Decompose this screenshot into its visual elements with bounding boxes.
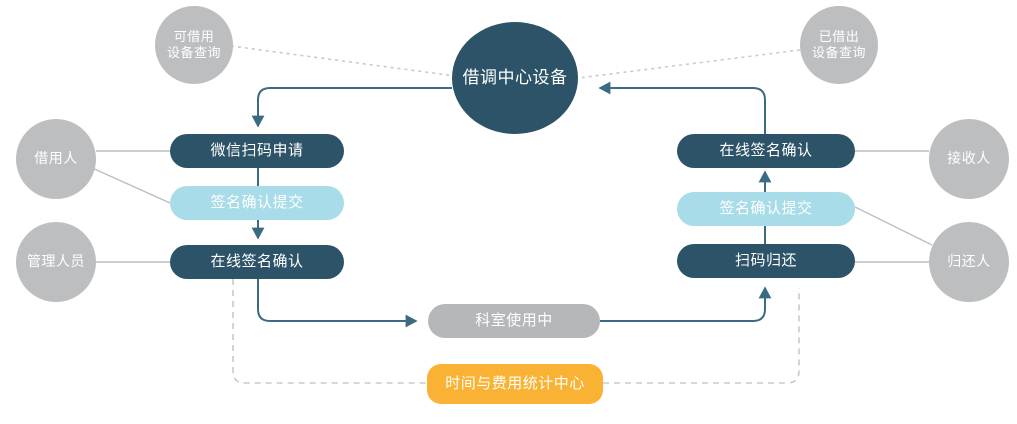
node-actor-receiver-label: 接收人 <box>947 150 991 167</box>
node-actor-manager[interactable]: 管理人员 <box>16 222 96 302</box>
node-right-scan-return-label: 扫码归还 <box>734 252 797 269</box>
node-query-available-label: 可借用 设备查询 <box>166 28 221 60</box>
node-stats-center[interactable]: 时间与费用统计中心 <box>427 364 603 404</box>
node-actor-returner[interactable]: 归还人 <box>929 222 1009 302</box>
node-right-sign-submit-label: 签名确认提交 <box>719 200 813 217</box>
node-center-hub-label: 借调中心设备 <box>462 68 568 88</box>
node-actor-returner-label: 归还人 <box>947 253 991 270</box>
node-actor-manager-label: 管理人员 <box>27 253 85 270</box>
node-right-online-sign[interactable]: 在线签名确认 <box>677 134 855 168</box>
edge-left-online-to-stats <box>232 279 427 384</box>
node-center-hub[interactable]: 借调中心设备 <box>452 22 578 134</box>
node-actor-borrower[interactable]: 借用人 <box>16 119 96 199</box>
edge-query-available-to-hub <box>230 45 456 77</box>
edge-right-online-to-hub <box>598 81 766 134</box>
node-right-scan-return[interactable]: 扫码归还 <box>677 244 855 278</box>
node-query-lent-out-label: 已借出 设备查询 <box>811 28 866 60</box>
edge-returner-to-sign-submit <box>854 206 933 246</box>
node-query-lent-out[interactable]: 已借出 设备查询 <box>800 6 878 84</box>
node-right-online-sign-label: 在线签名确认 <box>719 142 813 159</box>
node-actor-borrower-label: 借用人 <box>34 150 78 167</box>
node-left-online-sign[interactable]: 在线签名确认 <box>170 245 344 279</box>
node-query-available[interactable]: 可借用 设备查询 <box>155 6 233 84</box>
edge-stats-to-scan-return <box>603 288 800 384</box>
node-left-sign-submit[interactable]: 签名确认提交 <box>170 186 344 220</box>
edge-left-online-to-inuse <box>257 279 418 328</box>
node-left-sign-submit-label: 签名确认提交 <box>210 194 304 211</box>
edge-inuse-to-scan-return <box>600 286 772 322</box>
node-in-use-label: 科室使用中 <box>475 312 553 329</box>
node-in-use[interactable]: 科室使用中 <box>428 304 600 338</box>
node-stats-center-label: 时间与费用统计中心 <box>445 375 585 392</box>
node-left-apply-label: 微信扫码申请 <box>210 142 304 159</box>
edge-query-lent-to-hub <box>577 49 801 79</box>
node-left-apply[interactable]: 微信扫码申请 <box>170 134 344 168</box>
node-left-online-sign-label: 在线签名确认 <box>210 253 304 270</box>
edge-hub-to-left-apply <box>251 87 452 128</box>
node-right-sign-submit[interactable]: 签名确认提交 <box>677 192 855 226</box>
node-actor-receiver[interactable]: 接收人 <box>929 119 1009 199</box>
edge-borrower-to-sign-submit <box>89 166 171 204</box>
